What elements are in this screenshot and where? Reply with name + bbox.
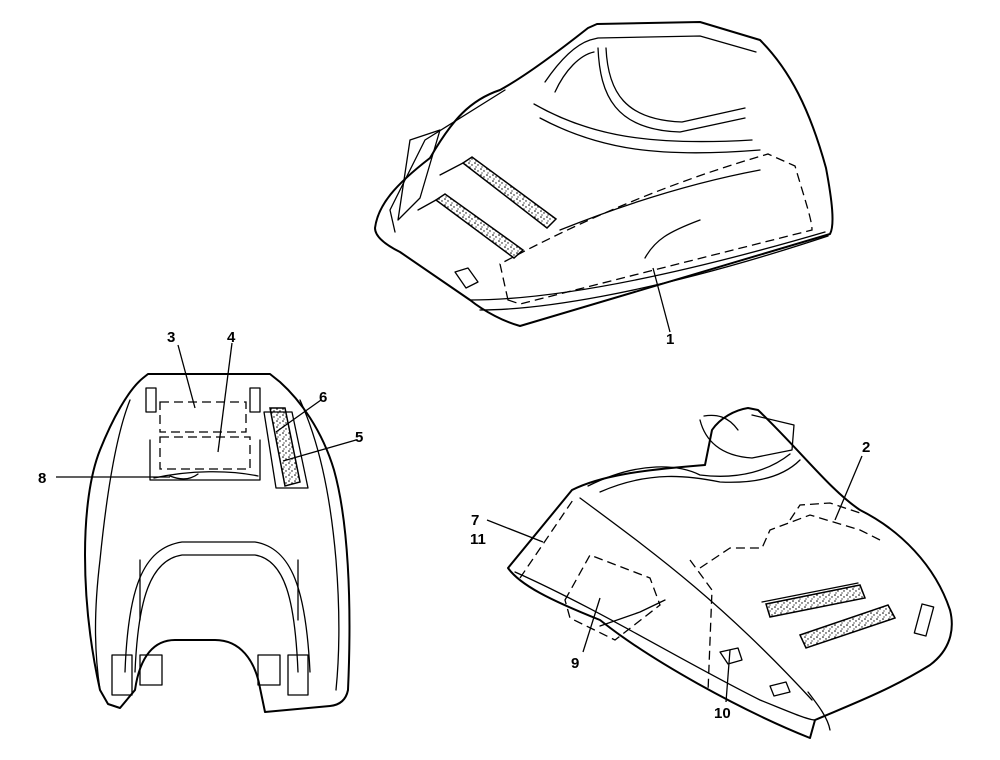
foam-pad-side xyxy=(269,407,301,487)
callout-1: 1 xyxy=(666,331,674,348)
callout-8: 8 xyxy=(38,470,46,487)
callout-5: 5 xyxy=(355,429,363,446)
callout-7: 7 xyxy=(471,512,479,529)
callout-6: 6 xyxy=(319,389,327,406)
hood-view-bottom-right xyxy=(486,407,953,739)
foam-pad-lower xyxy=(434,193,525,259)
callout-10: 10 xyxy=(714,705,731,722)
leader-9 xyxy=(582,597,601,653)
callout-4: 4 xyxy=(227,329,236,346)
leader-1 xyxy=(652,267,671,333)
hood-view-left xyxy=(56,342,357,713)
leader-3 xyxy=(177,344,196,409)
hood-view-top-right xyxy=(374,21,834,333)
leader-4 xyxy=(217,342,233,453)
leader-10 xyxy=(725,649,731,703)
callout-9: 9 xyxy=(571,655,579,672)
leader-2 xyxy=(834,455,863,521)
leader-5 xyxy=(282,439,357,462)
foam-pad-upper xyxy=(461,156,558,229)
callout-11: 11 xyxy=(470,531,486,548)
leader-7 xyxy=(486,519,544,543)
foam-pad-c-lower xyxy=(798,604,897,649)
callout-labels: 1 2 3 4 5 6 7 8 9 10 11 xyxy=(38,329,870,722)
leader-6 xyxy=(275,399,322,433)
callout-2: 2 xyxy=(862,439,870,456)
foam-pad-c-upper xyxy=(765,584,867,618)
callout-3: 3 xyxy=(167,329,175,346)
